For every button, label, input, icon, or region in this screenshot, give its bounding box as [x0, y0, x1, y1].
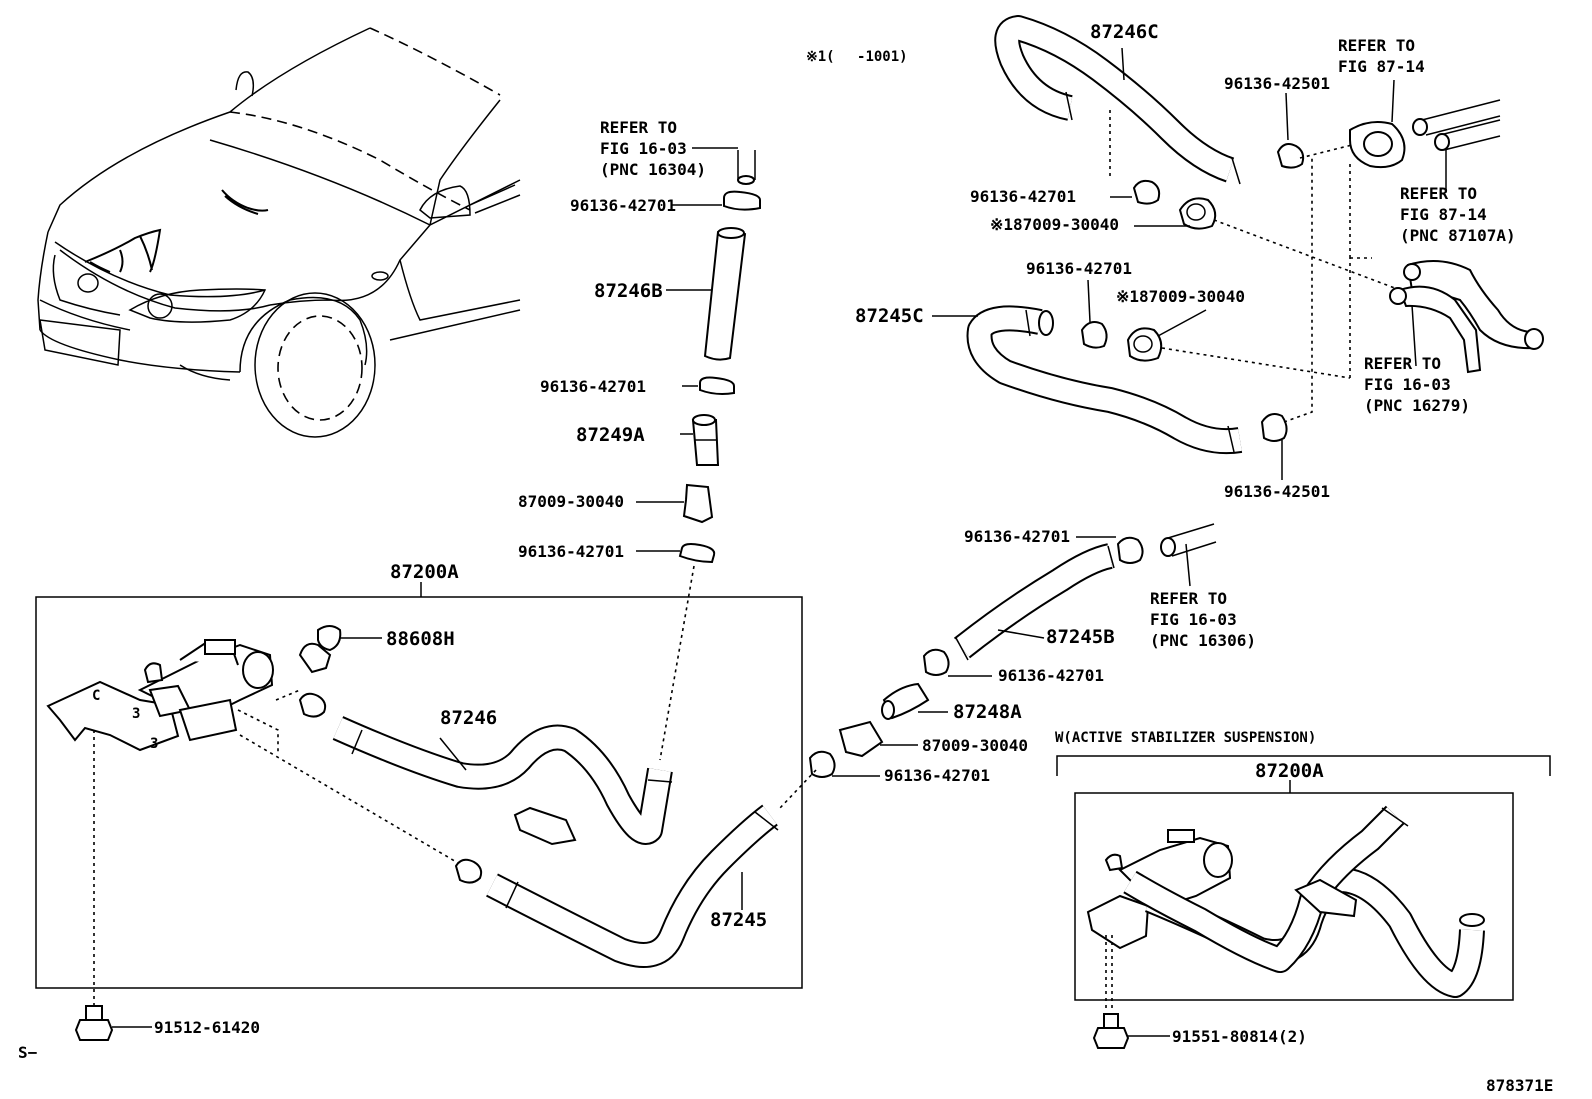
label-87245B: 87245B	[1046, 626, 1115, 648]
label-clip-b1: 96136-42501	[1224, 74, 1330, 93]
svg-text:FIG 16-03: FIG 16-03	[600, 139, 687, 158]
label-clip-a2: 96136-42701	[540, 377, 646, 396]
refer-block-16304: REFER TO FIG 16-03 (PNC 16304)	[600, 118, 738, 179]
svg-text:3: 3	[132, 706, 140, 722]
label-87246C: 87246C	[1090, 21, 1159, 43]
svg-text:REFER TO: REFER TO	[600, 118, 677, 137]
label-clip-c1: 96136-42701	[970, 187, 1076, 206]
svg-text:FIG 87-14: FIG 87-14	[1400, 205, 1487, 224]
bolt-91512	[74, 1005, 152, 1041]
label-clip-a1: 96136-42701	[570, 196, 676, 215]
label-clip-d2: 96136-42701	[998, 666, 1104, 685]
label-87248A: 87248A	[953, 701, 1022, 723]
hose-87245C-group	[932, 158, 1351, 480]
refer-block-87-14-top: REFER TO FIG 87-14	[1338, 36, 1425, 76]
corner-mark: S−	[18, 1043, 38, 1062]
figure-code: 878371E	[1486, 1076, 1553, 1095]
label-87249A: 87249A	[576, 424, 645, 446]
label-87200A-main: 87200A	[390, 561, 459, 583]
label-joint-s1: ※187009-30040	[990, 215, 1119, 234]
label-87246: 87246	[440, 707, 497, 729]
svg-text:(PNC 16279): (PNC 16279)	[1364, 396, 1470, 415]
label-clip-b2: 96136-42501	[1224, 482, 1330, 501]
label-87246B: 87246B	[594, 280, 663, 302]
svg-text:(PNC 87107A): (PNC 87107A)	[1400, 226, 1516, 245]
svg-text:FIG 16-03: FIG 16-03	[1364, 375, 1451, 394]
pipe-16279	[1389, 260, 1544, 374]
label-joint-2: 87009-30040	[922, 736, 1028, 755]
central-stack	[636, 150, 761, 761]
svg-text:REFER TO: REFER TO	[1364, 354, 1441, 373]
label-joint-1: 87009-30040	[518, 492, 624, 511]
svg-text:(PNC 16304): (PNC 16304)	[600, 160, 706, 179]
bolt-91551	[1092, 1013, 1170, 1049]
svg-text:REFER TO: REFER TO	[1338, 36, 1415, 55]
label-88608H: 88608H	[386, 628, 455, 650]
label-clip-a3: 96136-42701	[518, 542, 624, 561]
label-87245C: 87245C	[855, 305, 924, 327]
svg-text:FIG 87-14: FIG 87-14	[1338, 57, 1425, 76]
note-top: ※1( -1001)	[806, 49, 908, 65]
car-illustration	[37, 27, 521, 438]
label-joint-s2: ※187009-30040	[1116, 287, 1245, 306]
label-clip-d3: 96136-42701	[884, 766, 990, 785]
svg-text:(PNC 16306): (PNC 16306)	[1150, 631, 1256, 650]
variant-caption: W(ACTIVE STABILIZER SUSPENSION)	[1055, 730, 1316, 746]
assembly-box-alt	[1056, 755, 1551, 1012]
label-bolt-2: 91551-80814(2)	[1172, 1027, 1307, 1046]
refer-block-16279: REFER TO FIG 16-03 (PNC 16279)	[1364, 354, 1470, 415]
assembly-box-main: C 3 3	[35, 582, 803, 1010]
svg-text:C: C	[92, 688, 100, 704]
label-bolt-1: 91512-61420	[154, 1018, 260, 1037]
svg-text:REFER TO: REFER TO	[1150, 589, 1227, 608]
refer-block-16306: REFER TO FIG 16-03 (PNC 16306)	[1150, 589, 1256, 650]
label-87245: 87245	[710, 909, 767, 931]
label-clip-d1: 96136-42701	[964, 527, 1070, 546]
hose-87245B-group	[779, 523, 1217, 809]
svg-text:FIG 16-03: FIG 16-03	[1150, 610, 1237, 629]
svg-text:3: 3	[150, 736, 158, 752]
label-87200A-alt: 87200A	[1255, 760, 1324, 782]
label-clip-c2: 96136-42701	[1026, 259, 1132, 278]
water-valve-assembly: C 3 3	[46, 638, 274, 752]
svg-text:REFER TO: REFER TO	[1400, 184, 1477, 203]
hose-87246C-group	[994, 15, 1501, 291]
refer-block-87107A: REFER TO FIG 87-14 (PNC 87107A)	[1400, 184, 1516, 245]
